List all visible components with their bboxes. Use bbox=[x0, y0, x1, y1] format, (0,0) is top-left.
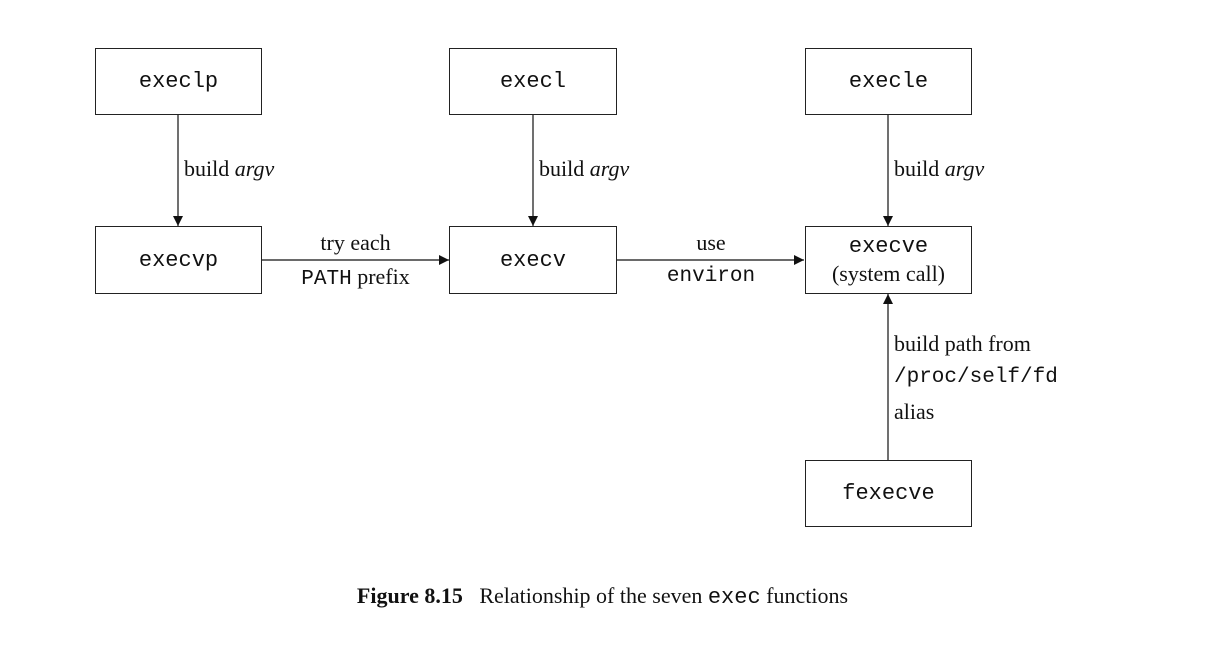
build-text: build bbox=[184, 156, 235, 181]
execvp-box: execvp bbox=[95, 226, 262, 294]
path-text: PATH bbox=[301, 268, 352, 291]
execlp-box: execlp bbox=[95, 48, 262, 115]
fexecve-label: fexecve bbox=[842, 481, 935, 506]
fexecve-box: fexecve bbox=[805, 460, 972, 527]
argv-text: argv bbox=[589, 156, 630, 181]
proc-self-fd-text: /proc/self/fd bbox=[894, 366, 1058, 389]
execl-box: execl bbox=[449, 48, 617, 115]
argv-text: argv bbox=[944, 156, 985, 181]
build-text: build bbox=[539, 156, 590, 181]
execv-box: execv bbox=[449, 226, 617, 294]
execle-label: execle bbox=[848, 69, 929, 94]
label-execl-build-argv: build argv bbox=[539, 152, 629, 186]
label-execle-build-argv: build argv bbox=[894, 152, 984, 186]
path-prefix-line: PATH prefix bbox=[262, 260, 449, 297]
figure-number: Figure 8.15 bbox=[356, 583, 463, 608]
execl-label: execl bbox=[499, 69, 566, 94]
label-try-each-path-prefix: try each PATH prefix bbox=[262, 226, 449, 297]
caption-text-before: Relationship of the seven bbox=[479, 583, 708, 608]
build-text: build bbox=[894, 156, 945, 181]
try-each-text: try each bbox=[320, 230, 391, 255]
execlp-label: execlp bbox=[138, 69, 219, 94]
alias-text: alias bbox=[894, 399, 935, 424]
caption-text-exec: exec bbox=[707, 585, 761, 610]
label-build-path-from-proc: build path from /proc/self/fd alias bbox=[894, 327, 1058, 429]
execle-box: execle bbox=[805, 48, 972, 115]
label-use-environ: use environ bbox=[617, 226, 805, 294]
argv-text: argv bbox=[234, 156, 275, 181]
execve-note: (system call) bbox=[831, 261, 946, 286]
prefix-text: prefix bbox=[351, 264, 410, 289]
figure-caption: Figure 8.15 Relationship of the seven ex… bbox=[0, 583, 1205, 610]
execve-label: execve bbox=[848, 234, 929, 259]
environ-text: environ bbox=[666, 265, 756, 288]
execve-box: execve (system call) bbox=[805, 226, 972, 294]
build-path-from-text: build path from bbox=[894, 331, 1031, 356]
label-execlp-build-argv: build argv bbox=[184, 152, 274, 186]
use-text: use bbox=[696, 230, 726, 255]
execv-label: execv bbox=[499, 247, 566, 273]
caption-text-after: functions bbox=[760, 583, 849, 608]
execvp-label: execvp bbox=[138, 247, 219, 273]
